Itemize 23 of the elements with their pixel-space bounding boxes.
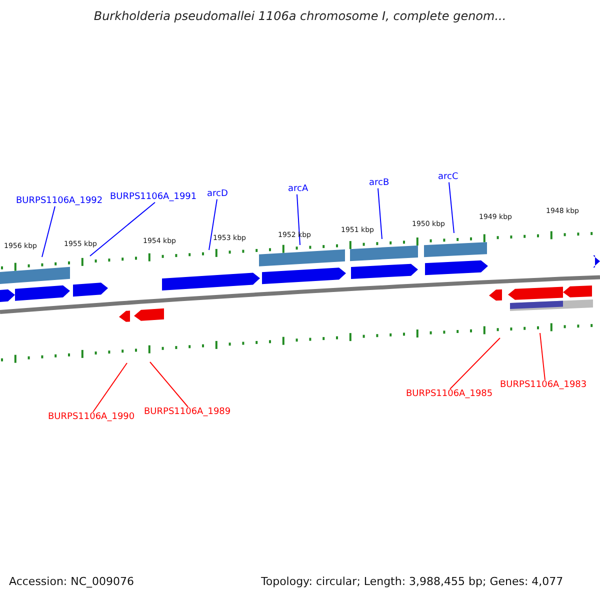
leader-line bbox=[450, 338, 500, 390]
leader-line bbox=[90, 202, 156, 256]
leader-line bbox=[448, 182, 454, 234]
gene-label: arcD bbox=[207, 189, 228, 200]
leader-line bbox=[208, 198, 218, 250]
leader-line bbox=[92, 362, 128, 412]
gene-label: BURPS1106A_1991 bbox=[110, 192, 197, 202]
gene-label: BURPS1106A_1985 bbox=[406, 389, 493, 400]
footer-text: Topology: circular; Length: 3,988,455 bp; Genes: 4,077 bbox=[261, 576, 564, 589]
gene-label: arcB bbox=[369, 178, 390, 188]
gene-label: BURPS1106A_1990 bbox=[48, 412, 135, 422]
leader-line bbox=[378, 188, 382, 240]
leader-line bbox=[150, 362, 188, 408]
leader-line bbox=[296, 194, 300, 246]
gene-label: arcC bbox=[438, 172, 458, 182]
gene-label: BURPS1106A_1983 bbox=[500, 380, 587, 390]
gene-label: BURPS1106A_1989 bbox=[144, 407, 231, 418]
leader-line bbox=[540, 332, 546, 380]
diagram-title: Burkholderia pseudomallei 1106a chromosome I, complete genom... bbox=[92, 10, 508, 24]
gene-label: arcA bbox=[288, 184, 308, 194]
footer-text: Accession: NC_009076 bbox=[9, 576, 134, 589]
leader-line bbox=[42, 206, 56, 258]
gene-label: BURPS1106A_1992 bbox=[16, 196, 103, 206]
